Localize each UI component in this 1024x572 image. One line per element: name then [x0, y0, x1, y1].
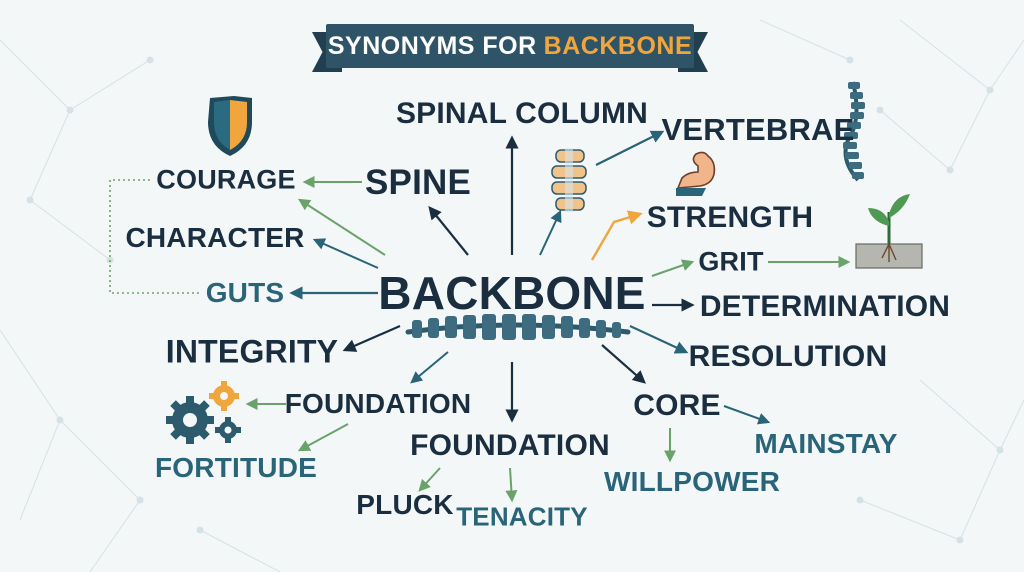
arrow-to-integrity — [342, 324, 401, 352]
arrow-to-grit — [651, 259, 695, 277]
arrow-to-spine — [428, 205, 469, 256]
word-courage: COURAGE — [156, 164, 296, 195]
arrow-to-foundation — [410, 351, 449, 384]
word-integrity: INTEGRITY — [165, 333, 339, 370]
horizontal-spine-icon — [405, 314, 631, 340]
word-pluck: PLUCK — [356, 489, 454, 520]
word-core: CORE — [633, 389, 721, 422]
arrow-to-tenacity — [505, 467, 518, 503]
arrow-to-character-1 — [297, 198, 386, 256]
arrow-to-character-2 — [312, 238, 379, 269]
flexed-arm-icon — [676, 151, 716, 196]
word-guts: GUTS — [205, 277, 285, 308]
seedling-icon — [855, 194, 923, 269]
arrow-to-fortitude — [297, 423, 349, 452]
title-prefix: SYNONYMS FOR — [327, 31, 537, 60]
word-grit: GRIT — [698, 246, 764, 277]
gears-icon — [166, 381, 241, 444]
word-foundation: FOUNDATION — [284, 388, 472, 419]
word-strength: STRENGTH — [646, 201, 814, 234]
spine-icon — [843, 81, 865, 182]
vertebra-icon — [551, 148, 587, 212]
arrow-to-resolution — [629, 325, 689, 354]
word-willpower: WILLPOWER — [604, 466, 780, 497]
word-character: CHARACTER — [125, 222, 305, 253]
title-banner: SYNONYMS FOR BACKBONE — [312, 24, 708, 72]
word-tenacity: TENACITY — [456, 501, 588, 532]
word-foundation-2: FOUNDATION — [410, 429, 610, 462]
center-word: BACKBONE — [378, 267, 646, 319]
title-highlight: BACKBONE — [543, 31, 693, 60]
arrow-to-strength — [590, 210, 643, 261]
word-determination: DETERMINATION — [699, 290, 951, 323]
word-resolution: RESOLUTION — [688, 340, 888, 373]
word-fortitude: FORTITUDE — [154, 452, 318, 483]
arrow-to-mainstay — [723, 405, 771, 425]
title-banner-body: SYNONYMS FOR BACKBONE — [326, 24, 694, 68]
arrow-to-core — [601, 344, 646, 384]
arrow-to-vertebra-icon — [539, 209, 562, 256]
word-spine: SPINE — [364, 163, 472, 202]
arrow-to-pluck — [418, 467, 441, 492]
shield-icon — [208, 96, 252, 156]
word-mainstay: MAINSTAY — [754, 428, 898, 459]
word-vertebrae: VERTEBRAE — [661, 112, 855, 147]
dotted-bracket — [109, 179, 200, 294]
arrow-to-vertebrae — [595, 130, 665, 166]
word-spinal-column: SPINAL COLUMN — [395, 97, 649, 130]
